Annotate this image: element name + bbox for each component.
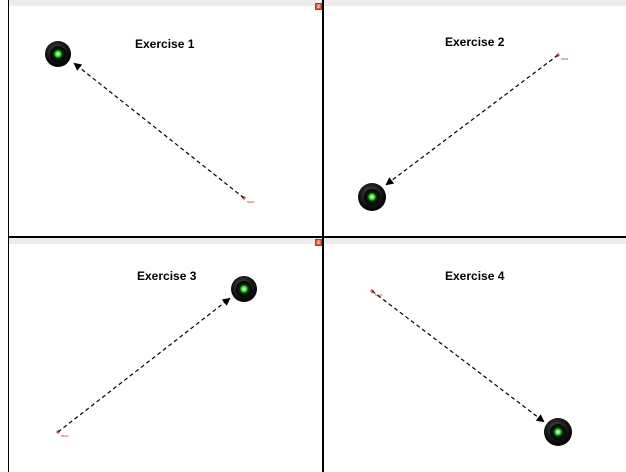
start-label: Start [61,434,69,438]
start-marker: Start [556,53,569,61]
target-icon[interactable] [544,418,572,446]
start-marker: Start [56,430,69,438]
exercise-1-graphics: Start [45,41,255,204]
start-label: Start [375,293,383,297]
target-icon[interactable] [358,183,386,211]
movement-arrow [57,297,231,433]
close-button[interactable]: x [315,3,322,10]
close-button[interactable]: x [315,239,322,246]
start-marker: Start [370,289,383,297]
movement-arrow [385,54,559,186]
exercise-panel-4: Exercise 4 [324,238,626,472]
exercise-title: Exercise 3 [137,269,197,283]
target-icon[interactable] [231,276,257,302]
start-label: Start [247,200,255,204]
movement-arrow [73,62,245,199]
panel-top-bar [8,0,322,6]
target-icon[interactable] [45,41,71,67]
exercise-panel-3: Exercise 3 [8,238,322,472]
exercise-title: Exercise 4 [445,269,505,283]
exercise-title: Exercise 1 [135,37,195,51]
start-marker: Start [242,196,255,204]
movement-arrow [371,290,545,423]
start-label: Start [561,57,569,61]
exercise-2-graphics: Start [358,53,569,211]
exercise-4-graphics: Start [370,289,572,446]
exercise-title: Exercise 2 [445,35,505,49]
panel-top-bar [8,238,322,244]
panel-top-bar [324,0,626,6]
horizontal-divider [8,236,626,238]
exercise-panel-1: Exercise 1 [8,0,322,236]
exercise-3-graphics: Start [56,276,257,438]
panel-top-bar [324,238,626,244]
left-border [8,0,9,472]
